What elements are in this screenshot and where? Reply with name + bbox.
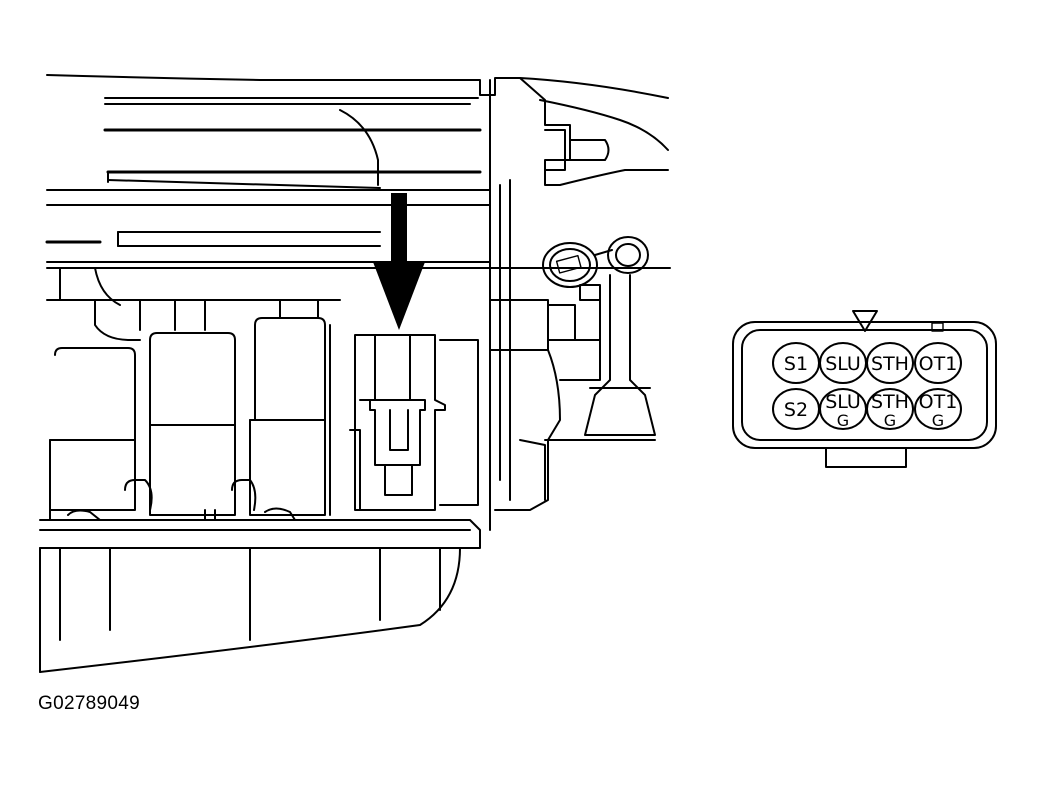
svg-text:G: G (932, 411, 944, 430)
pin-s2: S2 (772, 388, 820, 430)
pin-s1: S1 (772, 342, 820, 384)
pin-sth-g: STH G (866, 388, 914, 430)
connector-pins: S1 SLU STH OT1 S2 SLU G STH G (772, 342, 962, 430)
pin-ot1-g: OT1 G (914, 388, 962, 430)
svg-text:G: G (884, 411, 896, 430)
pin-slu: SLU (819, 342, 867, 384)
notch-icon (931, 322, 944, 332)
svg-text:STH: STH (871, 391, 909, 413)
svg-text:G: G (837, 411, 849, 430)
pin1-marker-icon (852, 310, 878, 332)
connector-face (732, 310, 997, 468)
svg-text:STH: STH (871, 353, 909, 375)
svg-text:OT1: OT1 (919, 391, 958, 413)
transmission-assembly (39, 74, 671, 673)
svg-text:SLU: SLU (825, 391, 861, 413)
pin-slu-g: SLU G (819, 388, 867, 430)
svg-text:OT1: OT1 (919, 353, 958, 375)
svg-text:S1: S1 (784, 353, 808, 375)
svg-text:S2: S2 (784, 399, 808, 421)
figure-id: G02789049 (38, 693, 141, 714)
down-arrow-icon (373, 193, 425, 330)
pin-ot1: OT1 (914, 342, 962, 384)
svg-text:SLU: SLU (825, 353, 861, 375)
pin-sth: STH (866, 342, 914, 384)
